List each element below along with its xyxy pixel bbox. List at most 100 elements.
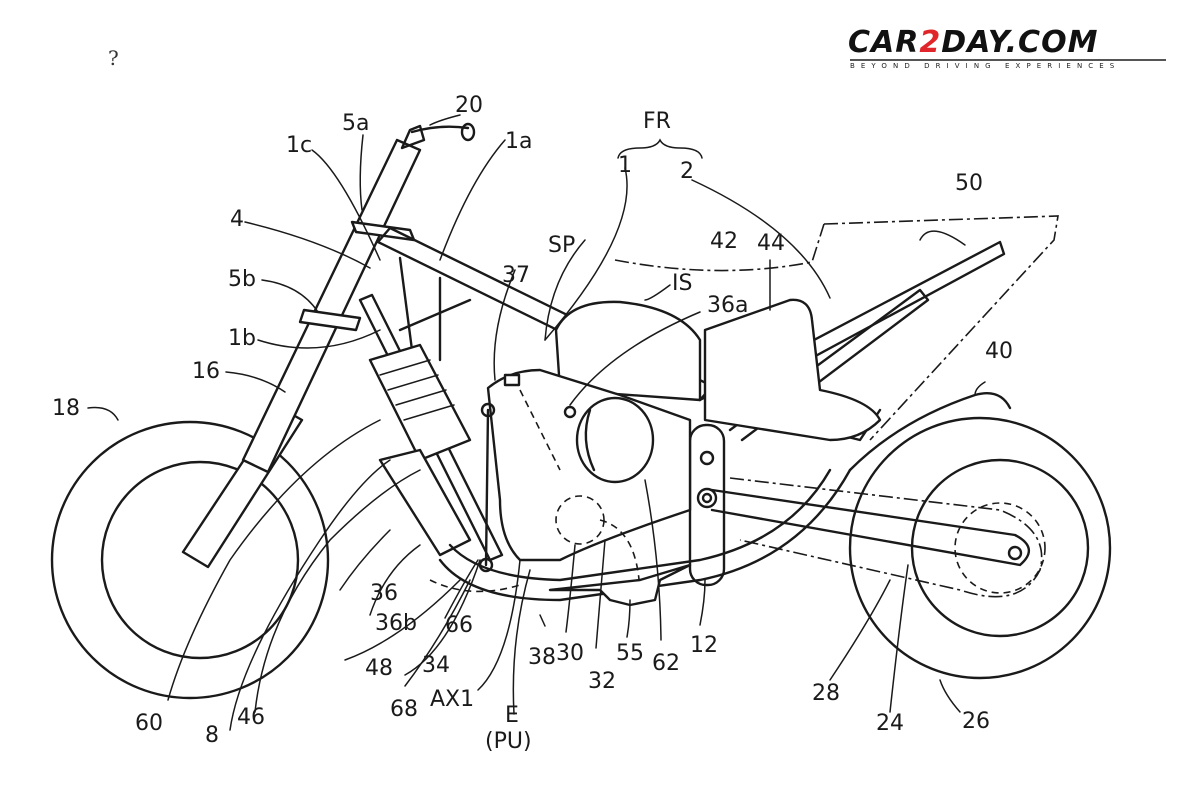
reference-labels: 20 5a 1c 1a 4 5b 1b 16 18 FR 1 2 50 42 4…	[52, 93, 1013, 754]
handlebar-clamp	[400, 124, 426, 150]
leader-62	[644, 479, 662, 641]
fork-upper	[241, 138, 422, 474]
air-cleaner-edge	[584, 408, 596, 472]
label-1: 1	[618, 153, 632, 178]
label-50: 50	[955, 171, 983, 196]
leader-1a	[439, 139, 506, 261]
leader-20	[429, 114, 461, 126]
leader-IS	[644, 284, 671, 301]
swingarm-body	[710, 488, 1030, 567]
logo-brand-two: 2	[919, 25, 942, 60]
leader-12	[699, 579, 706, 626]
seat-rail	[698, 240, 1006, 414]
label-38: 38	[528, 645, 556, 670]
label-IS: IS	[672, 271, 692, 296]
link-bolt-upper	[480, 402, 496, 418]
leader-lines	[87, 114, 986, 731]
leader-30	[565, 544, 576, 633]
front-rim	[100, 460, 300, 660]
fin	[387, 374, 439, 391]
leader-66	[444, 559, 479, 619]
leader-18	[87, 406, 119, 421]
label-48: 48	[365, 656, 393, 681]
leader-8	[229, 459, 391, 731]
crankshaft-30	[555, 495, 605, 545]
logo-tagline: BEYOND DRIVING EXPERIENCES	[850, 62, 1121, 70]
label-26: 26	[962, 709, 990, 734]
frame-down-pipe-1b	[358, 293, 504, 562]
leader-1b	[257, 329, 381, 349]
logo-wordmark: CAR2DAY.COM	[848, 28, 1098, 58]
label-60: 60	[135, 711, 163, 736]
leader-AX1	[477, 559, 521, 691]
label-4: 4	[230, 207, 244, 232]
label-E: E	[505, 703, 519, 728]
axis-AX1	[519, 389, 561, 471]
leader-E	[512, 569, 531, 715]
label-5a: 5a	[342, 111, 369, 136]
label-30: 30	[556, 641, 584, 666]
leader-37	[493, 269, 516, 381]
label-16: 16	[192, 359, 220, 384]
leader-40	[974, 381, 986, 396]
label-66: 66	[445, 613, 473, 638]
fin	[379, 359, 431, 376]
pivot-hole-upper	[699, 450, 715, 466]
label-20: 20	[455, 93, 483, 118]
label-12: 12	[690, 633, 718, 658]
swingarm-pivot	[696, 487, 718, 509]
leader-55	[626, 599, 631, 638]
leader-4	[244, 221, 371, 269]
label-40: 40	[985, 339, 1013, 364]
rear-axle	[1007, 545, 1023, 561]
logo-underline	[850, 59, 1166, 61]
rear-sprocket	[954, 502, 1046, 594]
leader-48	[344, 579, 461, 661]
label-1b: 1b	[228, 326, 256, 351]
label-18: 18	[52, 396, 80, 421]
seat-stay	[728, 288, 930, 442]
label-32: 32	[588, 669, 616, 694]
label-1c: 1c	[286, 133, 312, 158]
label-8: 8	[205, 723, 219, 748]
muffler-55	[548, 563, 692, 607]
label-AX1: AX1	[430, 687, 474, 712]
engine-E	[368, 343, 692, 601]
label-46: 46	[237, 705, 265, 730]
fin	[403, 404, 455, 421]
label-36a: 36a	[707, 293, 748, 318]
exhaust-pipe-outer	[438, 468, 852, 602]
drive-chain	[729, 477, 1043, 598]
leader-16	[225, 371, 286, 393]
leader-5a	[359, 134, 364, 211]
rear-fender-40	[848, 391, 1012, 472]
label-36b: 36b	[375, 611, 417, 636]
fin	[395, 389, 447, 406]
rear-wheel	[848, 416, 1112, 680]
tank-44	[703, 298, 882, 442]
label-68: 68	[390, 697, 418, 722]
label-36: 36	[370, 581, 398, 606]
label-42: 42	[710, 229, 738, 254]
link-rod-66	[484, 408, 490, 567]
rear-rim	[910, 458, 1090, 638]
leader-24	[889, 564, 909, 713]
label-2: 2	[680, 159, 694, 184]
fork-seal	[242, 459, 269, 473]
label-34: 34	[422, 653, 450, 678]
radiator-46	[378, 448, 472, 557]
seat-cowl-50	[823, 215, 1059, 441]
leader-26	[939, 679, 961, 713]
leader-1	[544, 167, 628, 341]
leader-1c	[311, 149, 381, 261]
cylinder-head-8	[368, 343, 472, 462]
leader-34	[404, 559, 481, 676]
swingarm-pivot-inner	[701, 492, 713, 504]
leader-68	[404, 579, 471, 687]
leader-SP	[544, 239, 586, 341]
label-SP: SP	[548, 233, 575, 258]
front-tire-outer	[50, 420, 330, 700]
main-frame	[358, 226, 1006, 587]
front-wheel	[50, 420, 330, 700]
